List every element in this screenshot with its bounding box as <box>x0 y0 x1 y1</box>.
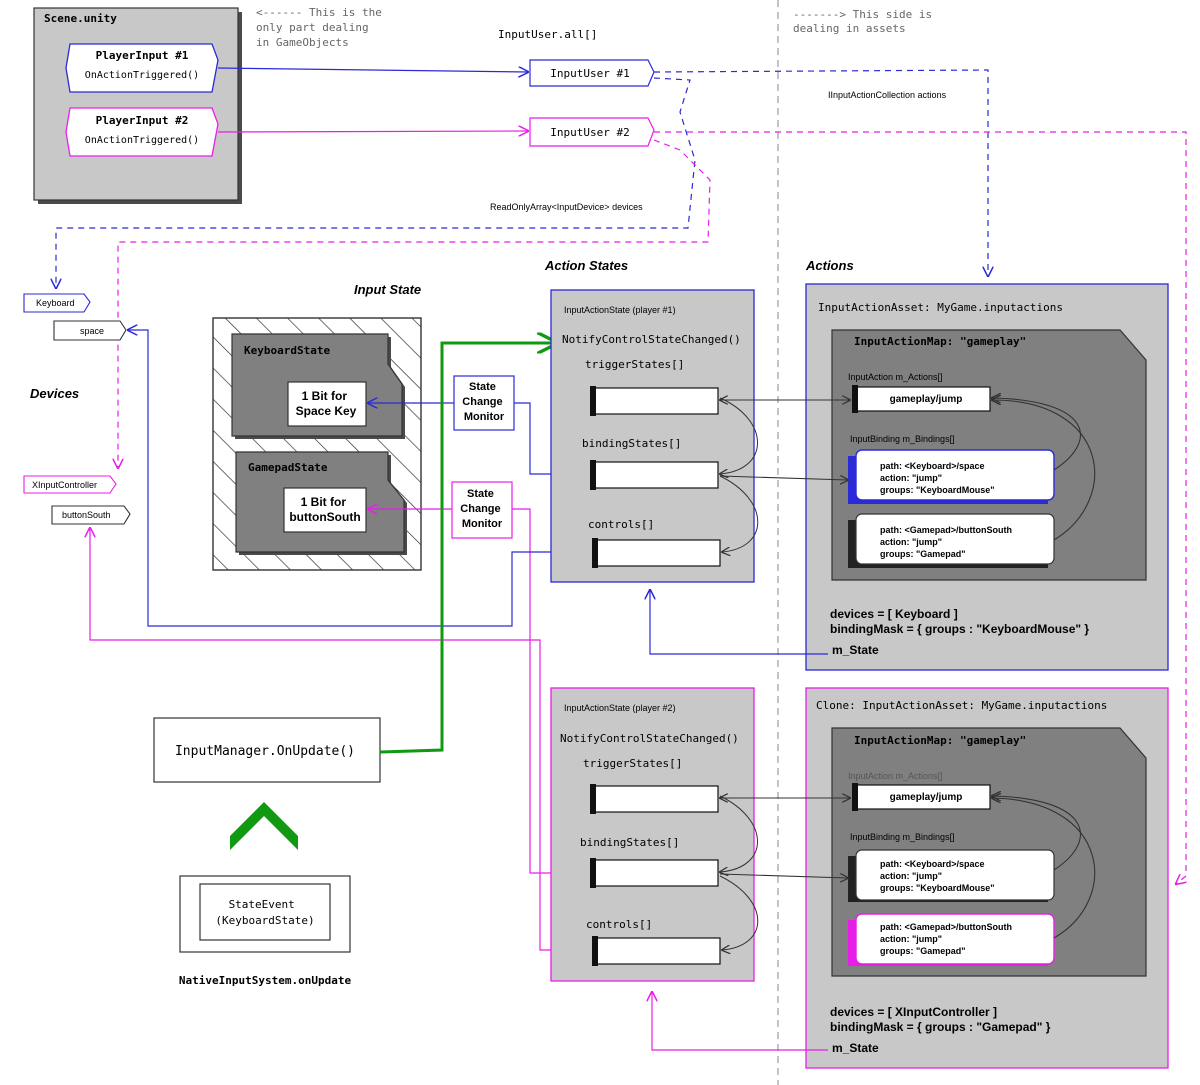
svg-text:m_State: m_State <box>832 1041 879 1055</box>
device-keyboard: Keyboard <box>23 293 91 313</box>
actions-heading: Actions <box>805 258 854 273</box>
devices-array-label: ReadOnlyArray<InputDevice> devices <box>490 202 643 212</box>
svg-text:InputBinding m_Bindings[]: InputBinding m_Bindings[] <box>850 434 955 444</box>
svg-text:Clone: InputActionAsset: MyGam: Clone: InputActionAsset: MyGame.inputact… <box>816 699 1107 712</box>
svg-text:InputUser #1: InputUser #1 <box>550 67 629 80</box>
scene-note: <------ This is the only part dealing in… <box>256 6 388 49</box>
svg-text:InputManager.OnUpdate(): InputManager.OnUpdate() <box>175 744 355 759</box>
svg-text:bindingStates[]: bindingStates[] <box>582 437 681 450</box>
player1-to-user1 <box>217 68 528 72</box>
mstate2-to-state2 <box>652 992 828 1051</box>
svg-text:bindingStates[]: bindingStates[] <box>580 836 679 849</box>
svg-text:NotifyControlStateChanged(): NotifyControlStateChanged() <box>560 732 739 745</box>
svg-text:XInputController: XInputController <box>32 480 97 490</box>
mstate1-to-state1 <box>650 590 828 655</box>
svg-text:InputActionState (player #1): InputActionState (player #1) <box>564 305 676 315</box>
binding2-to-binding <box>719 874 848 878</box>
input-user-2: InputUser #2 <box>529 117 655 147</box>
device-button-south: buttonSouth <box>51 505 131 525</box>
svg-text:controls[]: controls[] <box>588 518 654 531</box>
device-xinput: XInputController <box>23 475 117 494</box>
svg-text:path: <Keyboard>/space a: path: <Keyboard>/space action: "jump" gr… <box>880 859 995 893</box>
svg-text:triggerStates[]: triggerStates[] <box>585 358 684 371</box>
svg-text:devices = [ XInputController ]: devices = [ XInputController ] <box>830 1005 997 1019</box>
user2-to-xinput <box>118 139 711 468</box>
action-states-heading: Action States <box>544 258 628 273</box>
controls1-to-space <box>128 330 592 627</box>
svg-text:InputActionState (player #2): InputActionState (player #2) <box>564 703 676 713</box>
svg-text:InputActionAsset: MyGame.input: InputActionAsset: MyGame.inputactions <box>818 301 1063 314</box>
player1-name: PlayerInput #1 <box>96 49 189 62</box>
svg-text:InputActionMap: "gameplay": InputActionMap: "gameplay" <box>854 734 1026 747</box>
users-header: InputUser.all[] <box>498 28 597 41</box>
assets-note: -------> This side is dealing in assets <box>793 8 939 35</box>
svg-text:gameplay/jump: gameplay/jump <box>890 792 963 803</box>
player2-method: OnActionTriggered() <box>85 135 199 146</box>
actions-collection-label: IInputActionCollection actions <box>828 90 947 100</box>
keyboard-state-label: KeyboardState <box>244 344 330 357</box>
svg-text:InputBinding m_Bindings[]: InputBinding m_Bindings[] <box>850 832 955 842</box>
user1-to-asset <box>653 69 988 276</box>
svg-text:NotifyControlStateChanged(): NotifyControlStateChanged() <box>562 333 741 346</box>
player1-method: OnActionTriggered() <box>85 70 199 81</box>
state-change-monitor-1: State Change Monitor <box>453 375 515 431</box>
up-chevron-icon <box>230 802 298 850</box>
svg-text:bindingMask = { groups : "Game: bindingMask = { groups : "Gamepad" } <box>830 1020 1051 1034</box>
devices-heading: Devices <box>30 386 79 401</box>
state-change-monitor-2: State Change Monitor <box>451 481 513 539</box>
svg-text:InputActionMap: "gameplay": InputActionMap: "gameplay" <box>854 335 1026 348</box>
svg-text:triggerStates[]: triggerStates[] <box>583 757 682 770</box>
action-state-2: InputActionState (player #2) NotifyContr… <box>550 687 759 982</box>
svg-text:gameplay/jump: gameplay/jump <box>890 394 963 405</box>
svg-text:devices = [ Keyboard ]: devices = [ Keyboard ] <box>830 607 958 621</box>
svg-text:path: <Keyboard>/space a: path: <Keyboard>/space action: "jump" gr… <box>880 461 995 495</box>
action-state-1: InputActionState (player #1) NotifyContr… <box>550 289 759 583</box>
scene-title: Scene.unity <box>44 12 117 25</box>
svg-text:InputAction m_Actions[]: InputAction m_Actions[] <box>848 771 943 781</box>
svg-text:StateEvent (KeyboardStat: StateEvent (KeyboardState) <box>215 898 314 927</box>
svg-text:State Change Monit: State Change Monitor <box>460 488 503 530</box>
native-update-label: NativeInputSystem.onUpdate <box>179 974 352 987</box>
svg-text:path: <Gamepad>/buttonSouth: path: <Gamepad>/buttonSouth action: "jum… <box>880 525 1015 559</box>
svg-text:m_State: m_State <box>832 643 879 657</box>
svg-text:controls[]: controls[] <box>586 918 652 931</box>
user1-to-keyboard <box>56 77 696 288</box>
svg-text:space: space <box>80 326 104 336</box>
input-manager-box: InputManager.OnUpdate() <box>153 717 381 783</box>
input-state-block: KeyboardState 1 Bit for Space Key Gamepa… <box>212 317 422 571</box>
svg-text:bindingMask = { groups : "Keyb: bindingMask = { groups : "KeyboardMouse"… <box>830 622 1089 636</box>
update-to-notify <box>379 343 554 754</box>
input-state-heading: Input State <box>354 282 421 297</box>
gamepad-bit: 1 Bit for buttonSouth <box>289 495 360 524</box>
svg-text:InputAction m_Actions[]: InputAction m_Actions[] <box>848 372 943 382</box>
device-space: space <box>53 320 127 341</box>
player2-name: PlayerInput #2 <box>96 114 189 127</box>
asset-2: Clone: InputActionAsset: MyGame.inputact… <box>805 687 1169 1069</box>
player2-to-user2 <box>217 131 528 132</box>
svg-text:path: <Gamepad>/buttonSouth: path: <Gamepad>/buttonSouth action: "jum… <box>880 922 1015 956</box>
asset-1: InputActionAsset: MyGame.inputactions In… <box>805 283 1169 671</box>
user2-to-clone <box>654 131 1186 884</box>
gamepad-state-label: GamepadState <box>248 461 328 474</box>
keyboard-bit: 1 Bit for Space Key <box>296 389 357 418</box>
svg-text:Keyboard: Keyboard <box>36 298 75 308</box>
input-user-1: InputUser #1 <box>529 59 655 87</box>
state-event-box: StateEvent (KeyboardState) <box>179 875 351 953</box>
svg-text:State Change Monit: State Change Monitor <box>462 381 505 423</box>
binding1-to-binding <box>719 476 848 480</box>
svg-text:buttonSouth: buttonSouth <box>62 510 111 520</box>
scene-panel: Scene.unity PlayerInput #1 OnActionTrigg… <box>33 7 242 204</box>
svg-text:InputUser #2: InputUser #2 <box>550 126 629 139</box>
